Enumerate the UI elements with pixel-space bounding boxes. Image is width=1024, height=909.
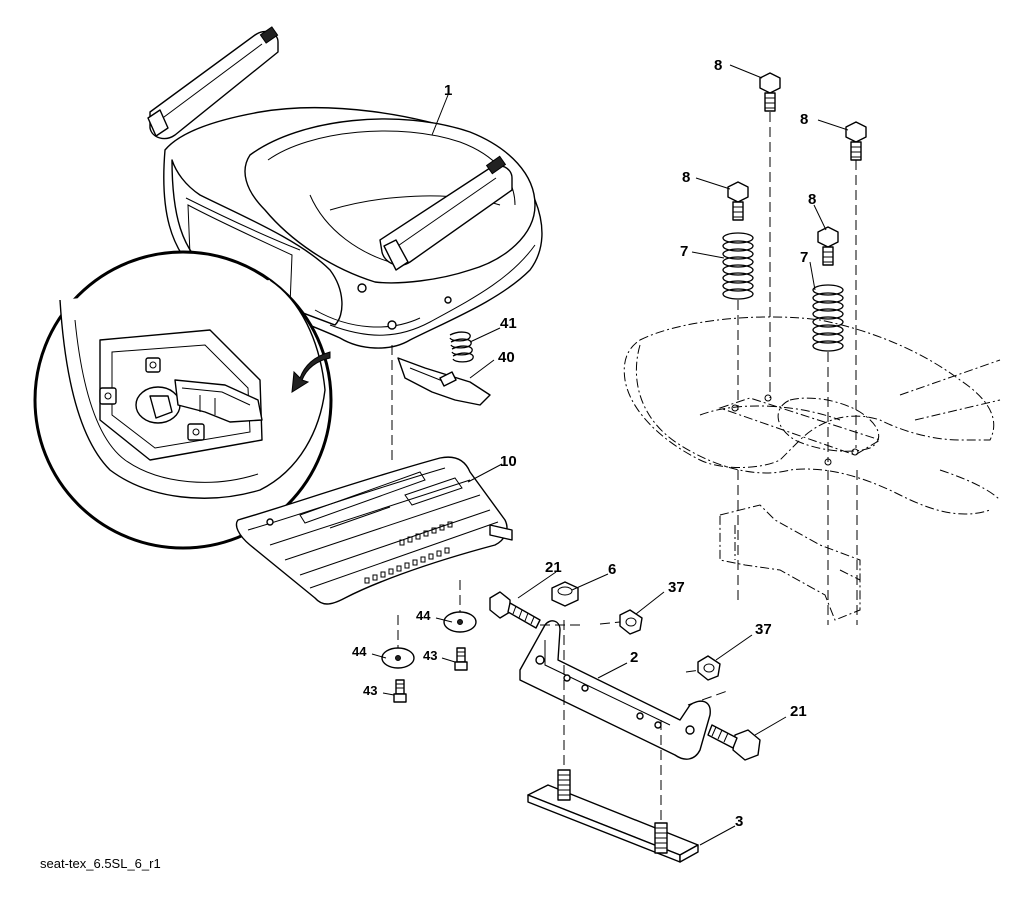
callout-bracket: 2 [630, 649, 638, 666]
base-strip [527, 769, 699, 863]
nut-center [551, 581, 579, 607]
callout-bolt-top-right: 8 [800, 111, 808, 128]
adjustment-holes [364, 521, 453, 584]
screw-left [393, 679, 407, 703]
callout-seat: 1 [444, 82, 452, 99]
detail-magnifier [33, 250, 333, 550]
callout-bolt-top-center: 8 [714, 57, 722, 74]
callout-base-strip: 3 [735, 813, 743, 830]
nut-upper [619, 609, 643, 635]
callout-spring-right: 7 [800, 249, 808, 266]
bolt-left [489, 591, 541, 629]
spring-right [812, 284, 844, 352]
screw-right [454, 647, 468, 671]
callout-nut-center: 6 [608, 561, 616, 578]
callout-bolt-mid-right: 8 [808, 191, 816, 208]
bolt-top-right [845, 121, 867, 161]
fender-outline [623, 316, 1001, 621]
figure-reference-id: seat-tex_6.5SL_6_r1 [40, 856, 161, 871]
small-spring [449, 331, 474, 363]
spring-left [722, 232, 754, 300]
callout-small-spring: 41 [500, 315, 517, 332]
callout-screw-right: 43 [423, 648, 437, 663]
callout-bolt-right: 21 [790, 703, 807, 720]
bolt-top-center [759, 72, 781, 112]
seat-pan [235, 456, 513, 605]
callout-nut-upper: 37 [668, 579, 685, 596]
callout-bolt-left: 21 [545, 559, 562, 576]
callout-nut-lower: 37 [755, 621, 772, 638]
callout-clip: 40 [498, 349, 515, 366]
bolt-mid-left [727, 181, 749, 221]
callout-washer-left: 44 [352, 644, 367, 659]
bolt-mid-right [817, 226, 839, 266]
callout-seat-pan: 10 [500, 453, 517, 470]
washer-right [443, 611, 477, 633]
callout-washer-right: 44 [416, 608, 431, 623]
callout-bolt-mid-left: 8 [682, 169, 690, 186]
washer-left [381, 647, 415, 669]
bracket [519, 620, 711, 760]
curved-arrow-icon [291, 351, 331, 393]
bolt-right [707, 724, 761, 761]
leader-lines [371, 64, 849, 846]
seat-clip [397, 357, 491, 406]
callout-screw-left: 43 [363, 683, 377, 698]
callout-spring-left: 7 [680, 243, 688, 260]
nut-lower [697, 655, 721, 681]
